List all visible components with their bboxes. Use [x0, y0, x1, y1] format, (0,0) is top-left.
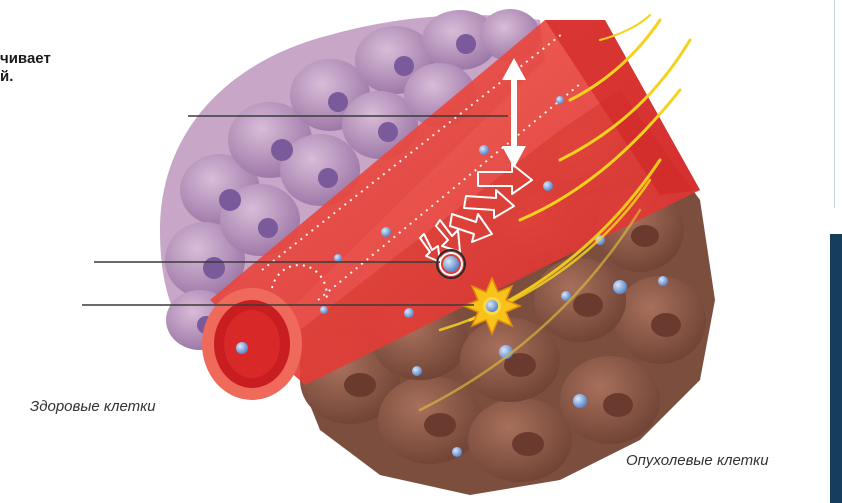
- caption-line-2: й.: [0, 68, 13, 85]
- caption-fragment: чивает й.: [0, 50, 51, 86]
- side-panel-navy: [830, 234, 842, 503]
- burst-icon: [464, 278, 520, 334]
- healthy-cells-label: Здоровые клетки: [30, 398, 156, 415]
- tumor-cells-label: Опухолевые клетки: [626, 452, 769, 469]
- caption-line-1: чивает: [0, 50, 51, 67]
- side-panel-edge: [834, 0, 842, 208]
